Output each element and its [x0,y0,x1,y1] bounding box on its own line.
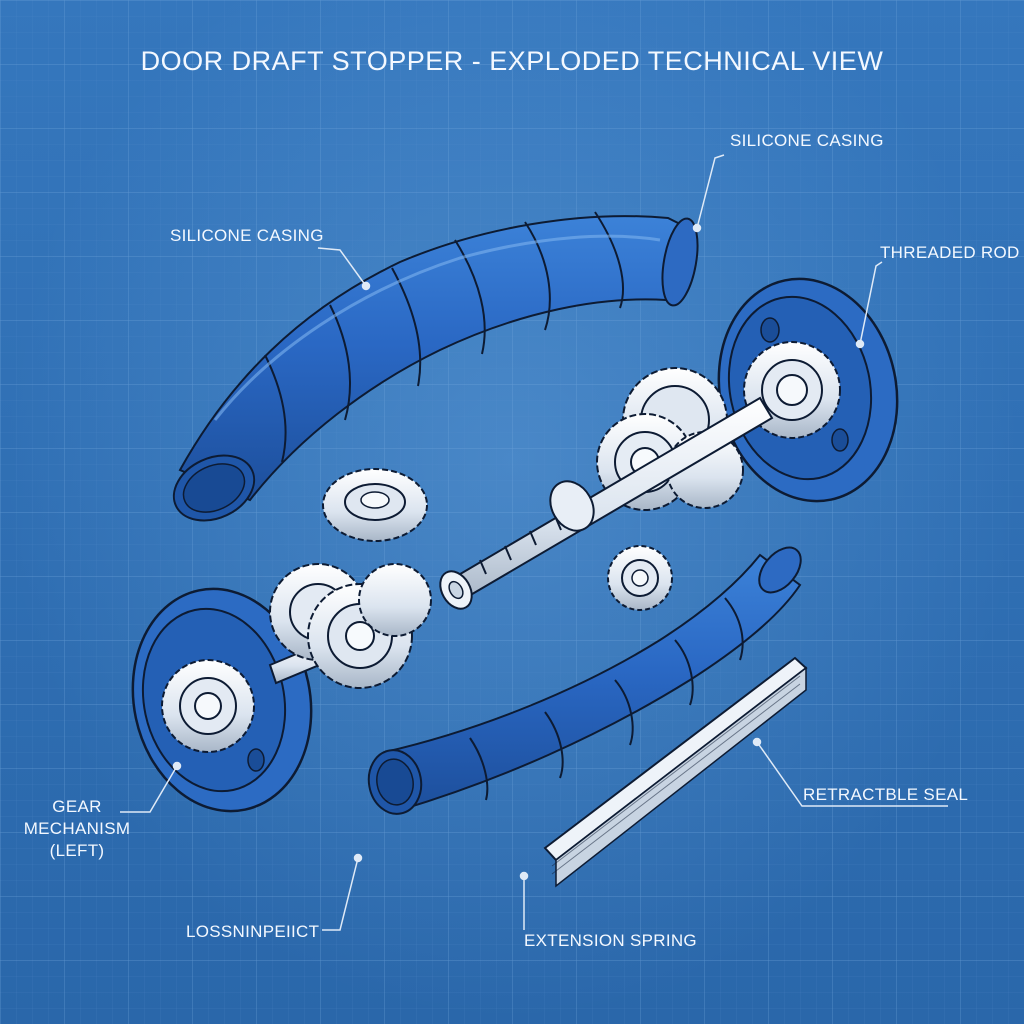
central-shaft [439,396,774,610]
loose-gear-upper-left [322,468,428,542]
end-disc-left [131,587,313,813]
label-gear-mechanism-left: GEAR MECHANISM (LEFT) [23,797,131,860]
leader-casing-right [696,154,725,229]
label-losssninpeict: LOSSNINPEIICT [186,922,320,941]
label-silicone-casing-left: SILICONE CASING [170,226,324,245]
label-extension-spring: EXTENSION SPRING [524,931,697,950]
leader-seal [756,741,948,807]
diagram-title: DOOR DRAFT STOPPER - EXPLODED TECHNICAL … [140,46,884,76]
leader-casing-left [317,247,367,287]
gear-cluster-left [268,563,432,689]
leader-threaded-rod [859,261,883,345]
retractable-seal [543,656,808,888]
label-retractable-seal: RETRACTBLE SEAL [803,785,969,804]
label-silicone-casing-right: SILICONE CASING [730,131,884,150]
end-disc-right [717,277,899,503]
leader-lines [120,154,948,931]
leader-gear-left [120,765,178,813]
leader-losssn [322,857,359,931]
silicone-casing-lower [367,546,802,815]
silicone-casing-upper [172,211,699,522]
label-threaded-rod: THREADED ROD [880,243,1020,262]
loose-gear-small [607,545,673,611]
